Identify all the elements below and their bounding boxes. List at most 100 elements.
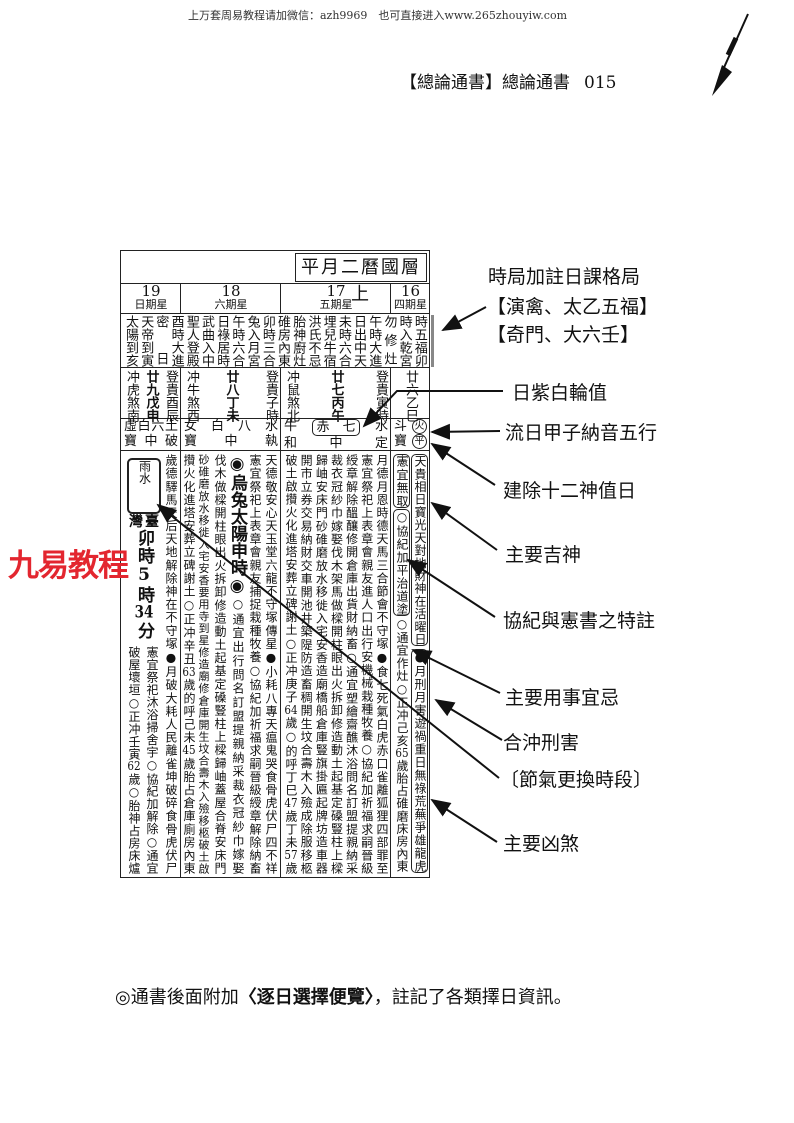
hour-note-column: 午時大進 xyxy=(366,315,382,367)
date-number: 17 xyxy=(326,282,346,300)
hour-note-columns: 時五福卯時入乾宮勿修灶午時大進日出中天未時六合埋兒牛宿洪氏不忌胎神廚灶碓房內東卯… xyxy=(123,315,427,367)
ganzhi-column: 冲虎煞南 xyxy=(124,370,139,422)
wutu-taiyang-hour: ◉烏兔太陽申時◉ xyxy=(227,454,247,596)
star-char: 執 xyxy=(264,434,278,449)
solar-term-place: 灣臺 xyxy=(129,514,161,530)
star-char: 虛 xyxy=(124,419,138,434)
hour-note-column: 碓房內東 xyxy=(275,315,291,367)
nayin-element: 火 xyxy=(412,419,427,434)
auspicious-gods: 天貴相日寶光天對地財神在活曜日 xyxy=(411,454,428,646)
ganzhi-columns: 登貴寅時廿七丙午冲鼠煞北 xyxy=(284,370,388,422)
annotation-jianchu: 建除十二神值日 xyxy=(503,480,637,502)
annotation-inauspicious: 主要凶煞 xyxy=(503,833,580,855)
star-char: 中 xyxy=(144,434,158,449)
day-17-body-column: 開市立券交易納財交車開池井築隄防造畜稠開生坟合壽木入殮成除服移柩 xyxy=(299,454,314,874)
footer-note: ◎通書後面附加〈逐日選擇便覽〉，註記了各類擇日資訊。 xyxy=(115,983,572,1009)
annotation-clash: 合沖刑害 xyxy=(503,732,580,754)
day-17-body-columns: 月德月恩時德天馬三合節會不守塚●食七死氣白虎赤口雀離狐狸四部罪至憲宜祭祀上表章會… xyxy=(283,454,389,874)
hour-note-column: 時五福卯 xyxy=(411,315,427,367)
star-char: 中 xyxy=(224,434,238,449)
clash-column: 攢火化進塔安葬立碑謝土○正冲辛丑63歲的呼己未45歲胎占倉庫廁房內東 xyxy=(182,454,196,875)
annotation-nayin: 流日甲子納音五行 xyxy=(505,422,658,444)
day-17-body-column: 破土啟攢火化進塔安葬立碑謝土○正冲庚子64歲○的呼丁巳47歲丁未57歲 xyxy=(284,454,298,875)
activities-column: 伐木做樑開柱眼出火拆卸修造動土起基定磉豎柱上樑歸岫蓋屋合脊安床門 xyxy=(213,454,227,874)
hour-note-column: 聖人登殿 xyxy=(183,315,199,367)
mansion: 斗 xyxy=(394,419,408,434)
day-17-body-column: 憲宜祭祀上表章會親友進人口出行安機械栽種牧養○協紀加祈福求嗣晉級 xyxy=(359,454,374,874)
hour-note-column: 勿修灶 xyxy=(381,315,397,365)
annotation-zibai: 日紫白輪值 xyxy=(512,382,608,404)
annotation-xieji: 協紀與憲書之特註 xyxy=(503,610,656,632)
ganzhi-column: 廿九戊申 xyxy=(143,370,159,422)
clash-column: 破屋壞垣○正冲壬寅62歲○胎神占房床爐 xyxy=(127,646,141,875)
star-char: 定 xyxy=(374,436,388,451)
red-watermark: 九易教程 xyxy=(8,548,129,584)
annotation-hour-pattern-3: 【奇門、大六壬】 xyxy=(487,324,640,346)
zibai-star: 赤 七 xyxy=(312,419,360,436)
hour-note-column: 時入乾宮 xyxy=(396,315,412,367)
day-18-stars: 女白八水 寶中執 xyxy=(184,419,278,449)
arrow xyxy=(434,698,503,741)
star-char: 白 xyxy=(137,419,151,434)
solar-term-box: 雨水 xyxy=(127,458,161,514)
hour-pattern-marker xyxy=(431,315,434,367)
xianshu-note: 憲宜無取 xyxy=(393,454,410,508)
ganzhi-columns: 廿六乙巳 xyxy=(391,370,430,422)
date-number: 18 xyxy=(221,282,241,300)
solar-term-time: 卯時5時34分 xyxy=(134,529,154,639)
table-title: 平月二曆國層上 xyxy=(295,253,427,305)
date-number: 19 xyxy=(141,282,161,300)
weekday: 五期星 xyxy=(319,298,353,311)
day-17-stars: 牛赤 七水 和中定 xyxy=(284,419,388,451)
star-char: 破 xyxy=(164,434,178,449)
day-17-body-column: 月德月恩時德天馬三合節會不守塚●食七死氣白虎赤口雀離狐狸四部罪至 xyxy=(374,454,389,874)
gods-column: 歲德驛馬天后天地解除神在不守塚●月破大耗人民離雀坤破碎食骨虎伏尸 xyxy=(164,454,178,874)
weekday: 四期星 xyxy=(394,298,427,311)
annotation-hour-pattern: 時局加註日課格局 xyxy=(488,266,641,288)
xianshu-column: 憲宜祭祀上表章會親友捕捉栽種牧養○協紀加祈福求嗣晉級綬章解除納畜 xyxy=(248,454,262,874)
star-char: 白 xyxy=(210,419,224,434)
nayin-element: 水 xyxy=(374,419,388,434)
star-char: 六 xyxy=(151,419,165,434)
hour-note-column: 埋兒牛宿 xyxy=(320,315,336,367)
hour-note-column: 密日 xyxy=(153,315,169,365)
star-line: 寶中執 xyxy=(184,434,278,449)
star-char: 女 xyxy=(184,419,198,434)
star-label: 寶 xyxy=(394,434,408,449)
ganzhi-column: 廿八丁未 xyxy=(223,370,239,422)
star-line: 虛白六土 xyxy=(124,419,178,434)
hour-note-column: 日出中天 xyxy=(351,315,367,367)
arrow xyxy=(430,798,498,843)
arrow xyxy=(430,442,496,486)
hour-note-column: 洪氏不忌 xyxy=(305,315,321,367)
star-char: 寶 xyxy=(184,434,198,449)
star-char: 中 xyxy=(329,436,343,451)
day-19-body: 歲德驛馬天后天地解除神在不守塚●月破大耗人民離雀坤破碎食骨虎伏尸 雨水 灣臺 卯… xyxy=(121,451,180,878)
hour-note-column: 胎神廚灶 xyxy=(290,315,306,367)
hour-note-column: 太陽到亥 xyxy=(123,315,138,367)
ganzhi-column: 冲牛煞西 xyxy=(184,370,199,422)
day-16-body: 天貴相日寶光天對地財神在活曜日 ●月刑月害遊禍重日無祿荒蕪爭雄龍虎 憲宜無取 ○… xyxy=(391,451,430,878)
hour-note-column: 酉時大進 xyxy=(168,315,184,367)
solar-term: 雨水 xyxy=(137,460,152,484)
tongyi-column: ○通宜出行問名訂盟提親納采裁衣冠紗巾嫁娶 xyxy=(231,597,245,874)
day-17-body-column: 歸岫安床門砂碓磨放水移徙入宅安香造廟橋船倉庫豎旗掛匾起牌坊造車器 xyxy=(314,454,329,874)
ganzhi-columns: 登貴子時廿八丁未冲牛煞西 xyxy=(184,370,278,422)
running-head-title: 【總論通書】總論通書 xyxy=(400,73,570,93)
day-16-stars: 斗火 寶平 xyxy=(394,419,427,449)
annotation-hour-pattern-2: 【演禽、太乙五福】 xyxy=(487,296,659,318)
ganzhi-column: 登貴寅時 xyxy=(373,370,388,422)
annotation-activities: 主要用事宜忌 xyxy=(505,687,620,709)
inauspicious-stars: ●月刑月害遊禍重日無祿荒蕪爭雄龍虎 xyxy=(411,649,428,873)
ganzhi-column: 登貴酉辰 xyxy=(163,370,178,422)
weekday: 六期星 xyxy=(214,298,248,311)
gods-column: 天德敬安心天玉堂六龍不守塚傳星●小耗八專天瘟鬼哭食骨虎伏尸四不祥 xyxy=(264,454,278,874)
annotation-solar-term: 〔節氣更換時段〕 xyxy=(500,769,653,791)
star-line: 和中定 xyxy=(284,436,388,451)
footer-book-title: 〈逐日選擇便覽〉 xyxy=(238,987,374,1008)
jianchu-god: 平 xyxy=(412,434,427,449)
